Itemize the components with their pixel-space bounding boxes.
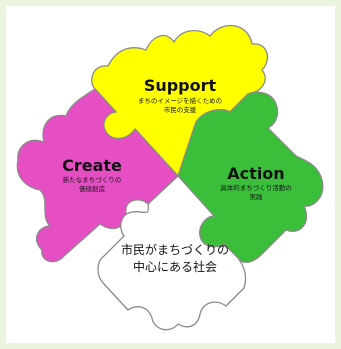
create-subtitle-line1: 新たなまちづくりの: [62, 176, 122, 184]
action-title: Action: [227, 164, 285, 183]
center-text-line1: 市民がまちづくりの: [120, 243, 229, 257]
support-title: Support: [143, 76, 217, 95]
create-title: Create: [62, 156, 122, 175]
center-text-line2: 中心にある社会: [132, 260, 217, 274]
create-subtitle-line2: 価値創造: [79, 185, 105, 193]
action-subtitle-line2: 実践: [249, 193, 263, 201]
action-subtitle-line1: 具体的まちづくり活動の: [220, 184, 292, 192]
support-subtitle-line1: まちのイメージを描くための: [137, 97, 223, 105]
support-subtitle-line2: 市民の支援: [163, 106, 197, 114]
create-piece: [16, 88, 179, 263]
center-piece: [97, 175, 247, 331]
